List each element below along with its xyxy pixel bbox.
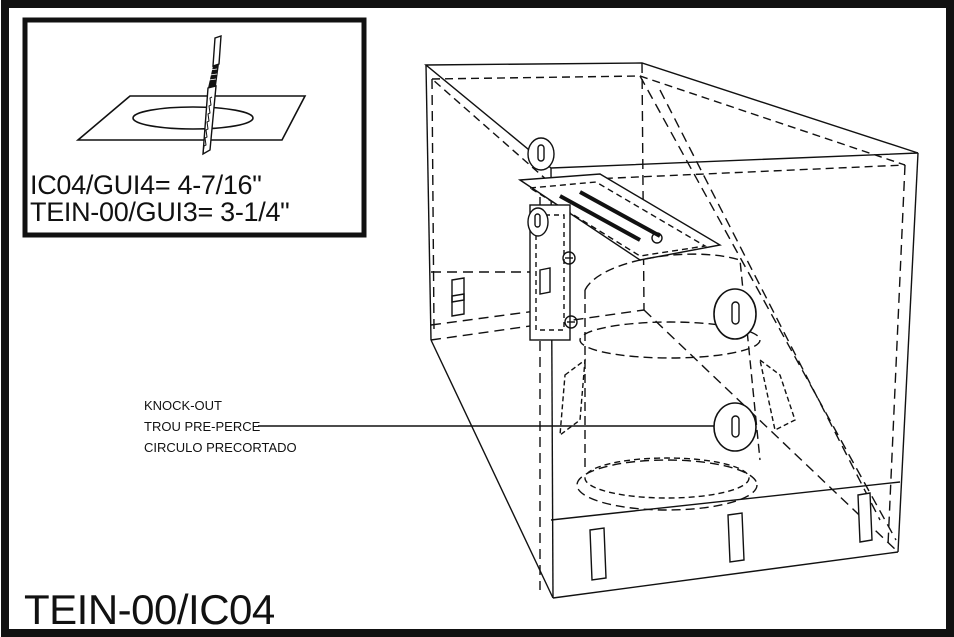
cutout-ellipse (132, 106, 254, 130)
inset-dimension-line-1: IC04/GUI4= 4-7/16" (30, 170, 262, 200)
inset-dimension-line-2: TEIN-00/GUI3= 3-1/4" (30, 197, 290, 227)
saw-icon (202, 35, 222, 156)
model-label: TEIN-00/IC04 (24, 586, 275, 633)
ceiling-plate (75, 95, 307, 141)
inset-box (22, 17, 367, 238)
enclosure-drawing (424, 62, 919, 599)
callout-label-spanish: CIRCULO PRECORTADO (144, 440, 297, 455)
callout-label-english: KNOCK-OUT (144, 398, 222, 413)
callout-label-french: TROU PRE-PERCE (144, 419, 261, 434)
